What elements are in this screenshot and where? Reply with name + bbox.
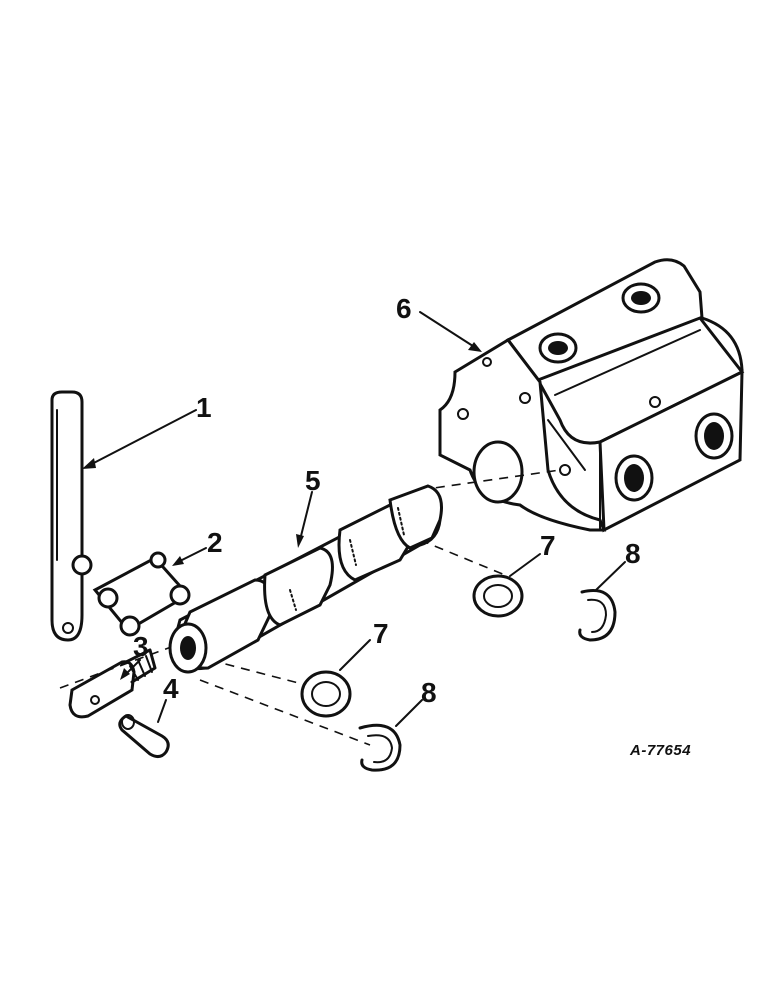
callout-7-lower: 7 bbox=[373, 618, 389, 649]
part-1-lever bbox=[50, 390, 93, 642]
callout-1: 1 bbox=[196, 392, 212, 423]
part-8-snap-ring-lower bbox=[358, 723, 402, 772]
callout-7-upper: 7 bbox=[540, 530, 556, 561]
callout-5: 5 bbox=[305, 465, 321, 496]
callout-8-upper: 8 bbox=[625, 538, 641, 569]
callout-3: 3 bbox=[133, 631, 149, 662]
part-7-washer-upper bbox=[472, 574, 524, 618]
leader-lines bbox=[82, 311, 626, 727]
callout-8-lower: 8 bbox=[421, 677, 437, 708]
figure-reference: A-77654 bbox=[629, 742, 691, 759]
part-7-washer-lower bbox=[300, 670, 352, 718]
part-4-pin bbox=[118, 714, 170, 759]
part-8-snap-ring-upper bbox=[578, 589, 617, 642]
callout-4: 4 bbox=[163, 673, 179, 704]
part-6-valve-body bbox=[438, 258, 745, 533]
part-5-spool bbox=[59, 469, 561, 746]
callout-2: 2 bbox=[207, 527, 223, 558]
part-3-clevis bbox=[68, 648, 157, 719]
callout-6: 6 bbox=[396, 293, 412, 324]
part-2-link bbox=[92, 551, 191, 637]
callout-labels: 1 2 3 4 5 6 7 7 8 8 bbox=[133, 293, 641, 708]
